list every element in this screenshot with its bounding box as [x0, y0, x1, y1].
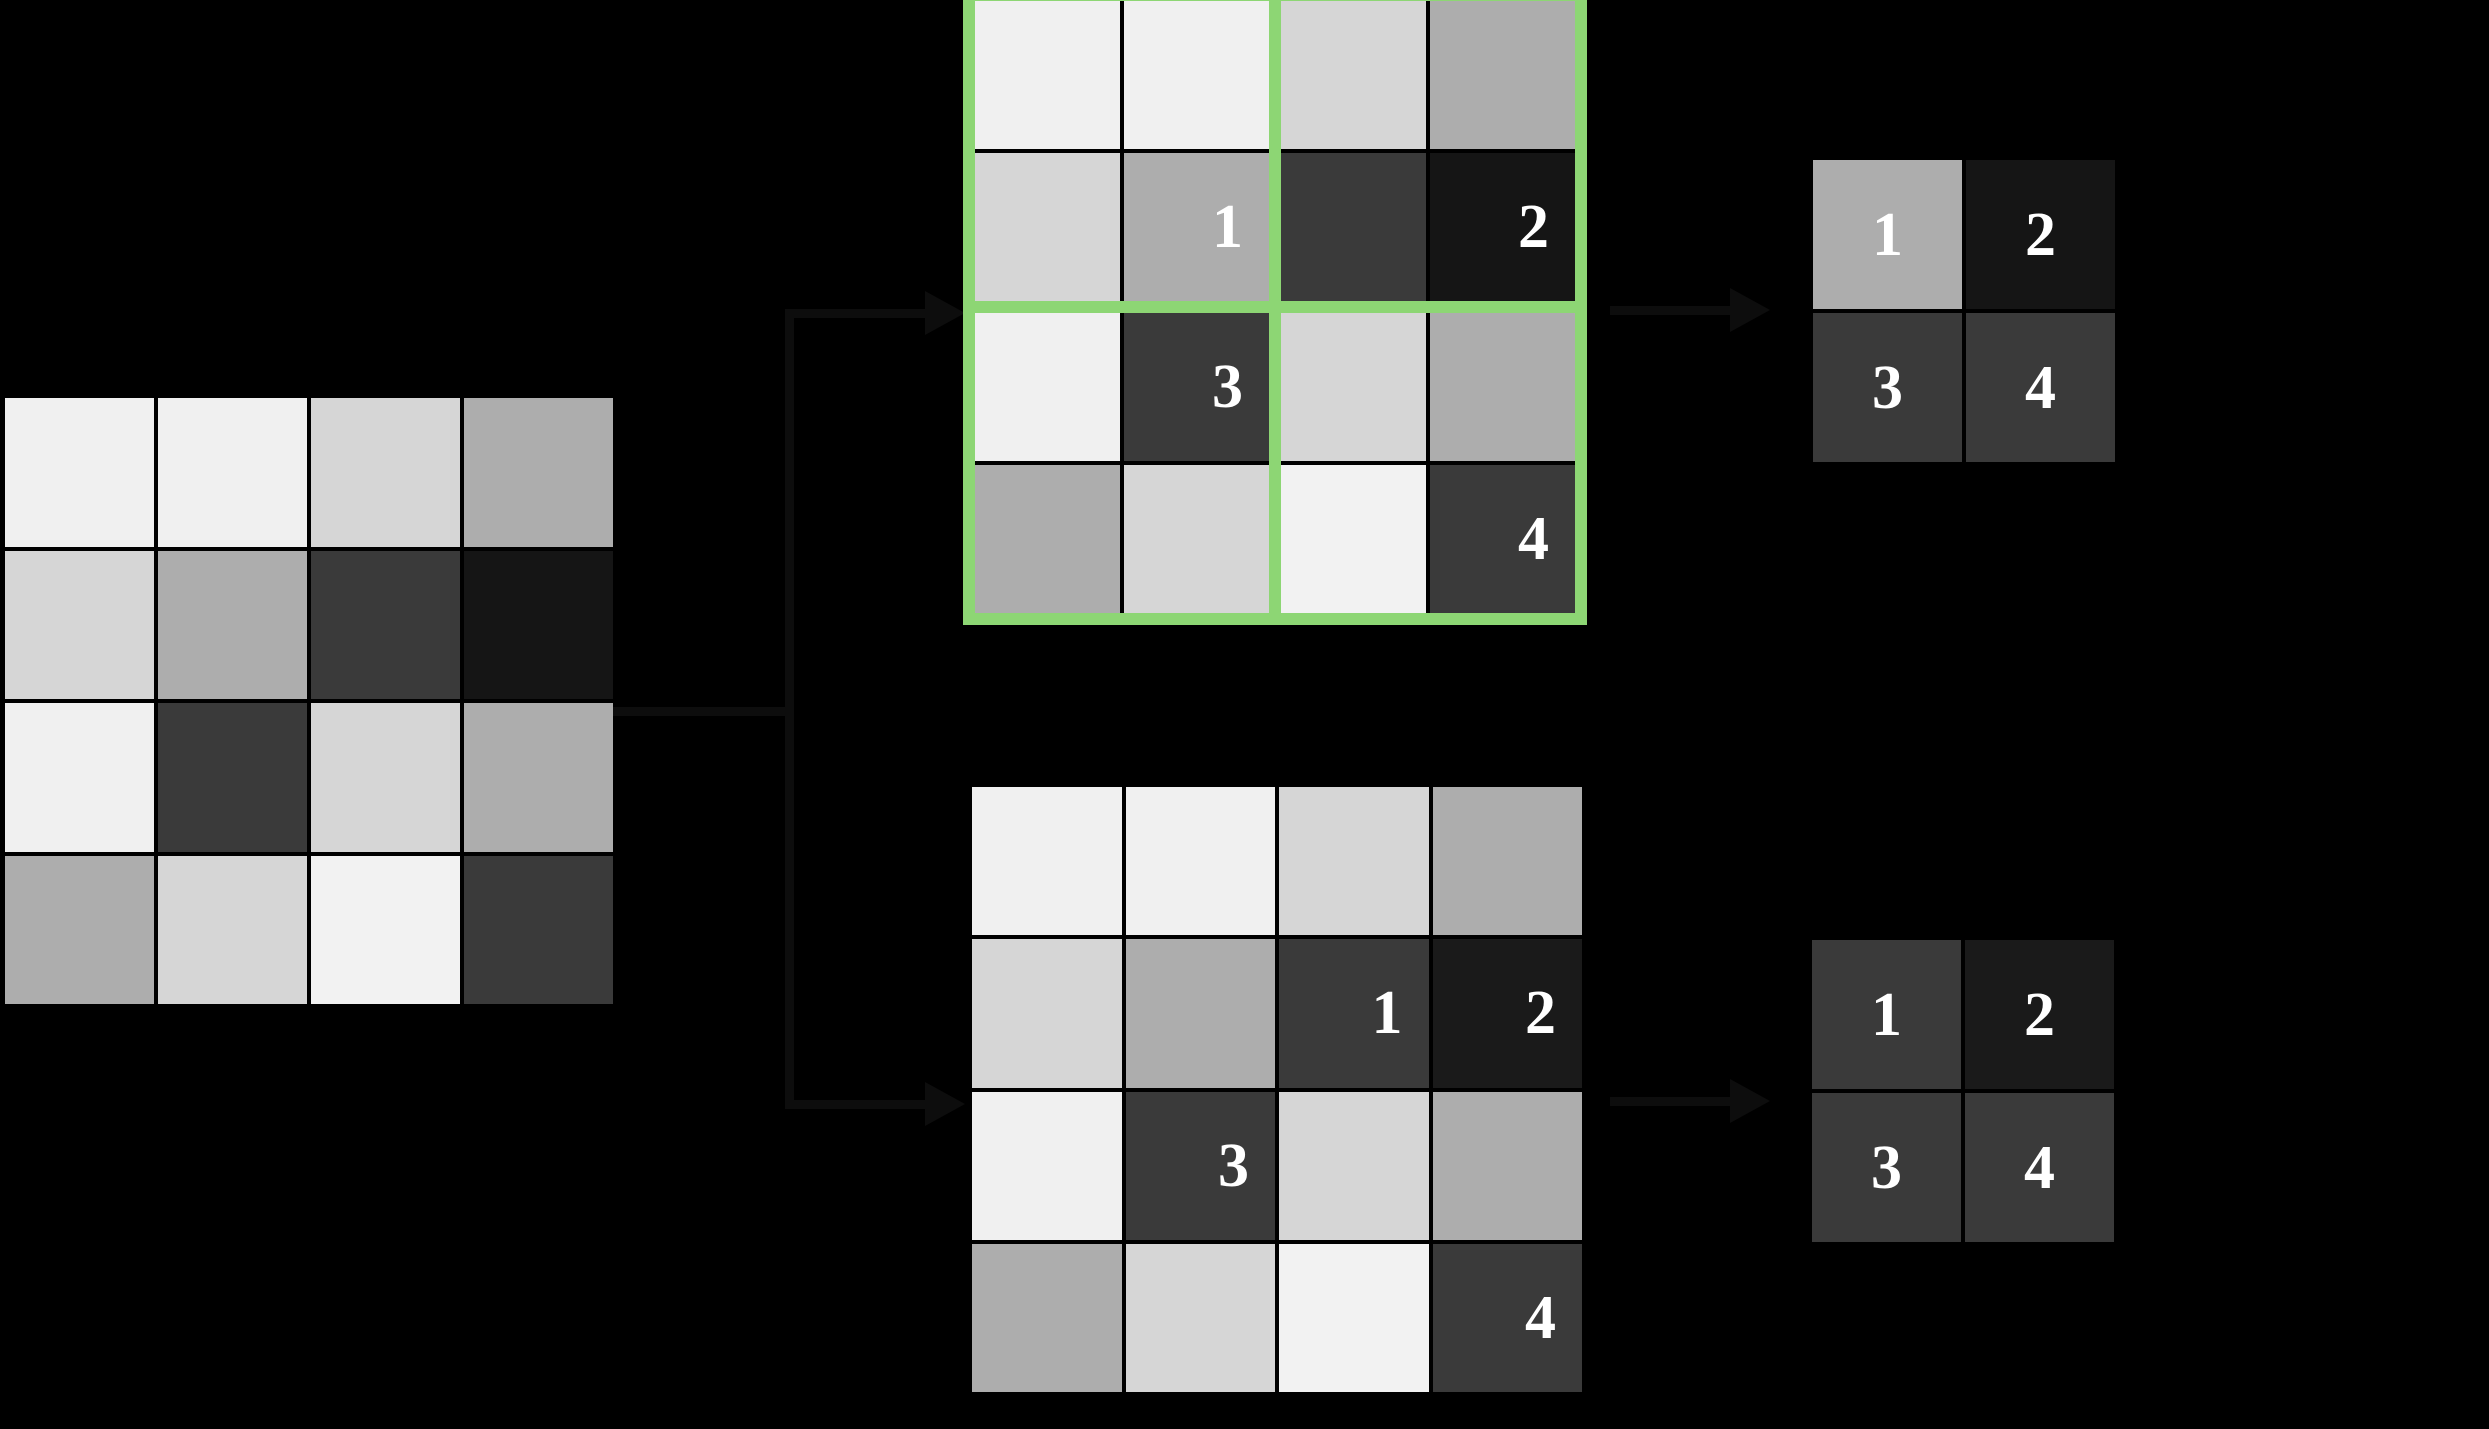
- grid-cell: [972, 1091, 1122, 1240]
- pooling-windows-grid: 1 2 3 4: [963, 0, 1587, 625]
- grid-cell: [975, 1, 1120, 149]
- grid-cell: [975, 153, 1120, 301]
- grid-cell: 2: [1430, 153, 1575, 301]
- grid-cell: [975, 465, 1120, 613]
- input-feature-map-grid: [5, 398, 613, 1004]
- cell-label: 1: [1871, 980, 1902, 1049]
- connector-stem: [613, 707, 789, 716]
- grid-cell: [1124, 1, 1269, 149]
- cell-label: 2: [2025, 200, 2056, 269]
- cell-label: 1: [1371, 979, 1403, 1048]
- grid-cell: [972, 787, 1122, 936]
- grid-cell: [1430, 313, 1575, 461]
- connector-branch-lower: [785, 1100, 930, 1109]
- grid-cell: [311, 550, 460, 699]
- grid-cell: 2: [1966, 160, 2115, 309]
- grid-cell: [311, 398, 460, 547]
- grid-cell: [1279, 787, 1429, 936]
- grid-cell: 2: [1965, 940, 2114, 1089]
- grid-cell: 3: [1812, 1093, 1961, 1242]
- grid-cell: [975, 313, 1120, 461]
- grid-cell: 3: [1125, 1091, 1275, 1240]
- pool-window-top-right: 2: [1281, 1, 1575, 301]
- grid-cell: [464, 550, 613, 699]
- cell-label: 4: [2025, 353, 2056, 422]
- cell-label: 4: [1525, 1283, 1556, 1352]
- grid-cell: [1432, 787, 1582, 936]
- pool-window-bottom-right: 4: [1281, 313, 1575, 613]
- arrowhead-bottom-result-icon: [1730, 1079, 1770, 1123]
- grid-cell: [158, 703, 307, 852]
- grid-cell: [158, 398, 307, 547]
- grid-cell: 4: [1966, 313, 2115, 462]
- arrow-shaft-top: [1610, 306, 1735, 315]
- cell-label: 3: [1218, 1131, 1249, 1200]
- grid-cell: [1124, 465, 1269, 613]
- grid-cell: [972, 939, 1122, 1088]
- grid-cell: [1125, 1243, 1275, 1392]
- cell-label: 2: [2024, 980, 2055, 1049]
- grid-cell: [5, 398, 154, 547]
- grid-cell: 1: [1279, 939, 1429, 1088]
- cell-label: 4: [1518, 505, 1549, 573]
- cell-label: 3: [1871, 1133, 1902, 1202]
- grid-cell: 3: [1124, 313, 1269, 461]
- grid-cell: 4: [1432, 1243, 1582, 1392]
- grid-cell: 1: [1812, 940, 1961, 1089]
- cell-label: 1: [1212, 193, 1243, 261]
- grid-cell: [1281, 465, 1426, 613]
- grid-cell: [1430, 1, 1575, 149]
- max-pool-output-top-grid: 1 2 3 4: [1813, 160, 2115, 462]
- pool-window-bottom-left: 3: [975, 313, 1269, 613]
- cell-label: 4: [2024, 1133, 2055, 1202]
- arrowhead-upper-icon: [925, 291, 965, 335]
- grid-cell: 1: [1124, 153, 1269, 301]
- grid-cell: 1: [1813, 160, 1962, 309]
- grid-cell: [5, 550, 154, 699]
- grid-cell: [1281, 1, 1426, 149]
- arrowhead-lower-icon: [925, 1082, 965, 1126]
- grid-cell: 4: [1430, 465, 1575, 613]
- arrowhead-top-result-icon: [1730, 288, 1770, 332]
- grid-cell: 2: [1432, 939, 1582, 1088]
- cell-label: 3: [1872, 353, 1903, 422]
- grid-cell: [1281, 313, 1426, 461]
- unwindowed-grid: 1 2 3 4: [972, 787, 1582, 1392]
- arrow-shaft-bottom: [1610, 1097, 1735, 1106]
- grid-cell: 3: [1813, 313, 1962, 462]
- grid-cell: [1125, 939, 1275, 1088]
- grid-cell: [5, 855, 154, 1004]
- grid-cell: [158, 855, 307, 1004]
- grid-cell: [1432, 1091, 1582, 1240]
- grid-cell: [5, 703, 154, 852]
- grid-cell: [1279, 1243, 1429, 1392]
- grid-cell: [464, 855, 613, 1004]
- grid-cell: [972, 1243, 1122, 1392]
- grid-cell: [464, 398, 613, 547]
- grid-cell: [311, 703, 460, 852]
- cell-label: 2: [1525, 979, 1556, 1048]
- grid-cell: 4: [1965, 1093, 2114, 1242]
- max-pool-output-bottom-grid: 1 2 3 4: [1812, 940, 2114, 1242]
- cell-label: 2: [1518, 193, 1549, 261]
- connector-branch-upper: [785, 309, 930, 318]
- pool-window-top-left: 1: [975, 1, 1269, 301]
- connector-trunk: [785, 313, 794, 1109]
- cell-label: 3: [1212, 353, 1243, 421]
- grid-cell: [158, 550, 307, 699]
- grid-cell: [464, 703, 613, 852]
- grid-cell: [311, 855, 460, 1004]
- grid-cell: [1281, 153, 1426, 301]
- grid-cell: [1125, 787, 1275, 936]
- grid-cell: [1279, 1091, 1429, 1240]
- cell-label: 1: [1872, 200, 1903, 269]
